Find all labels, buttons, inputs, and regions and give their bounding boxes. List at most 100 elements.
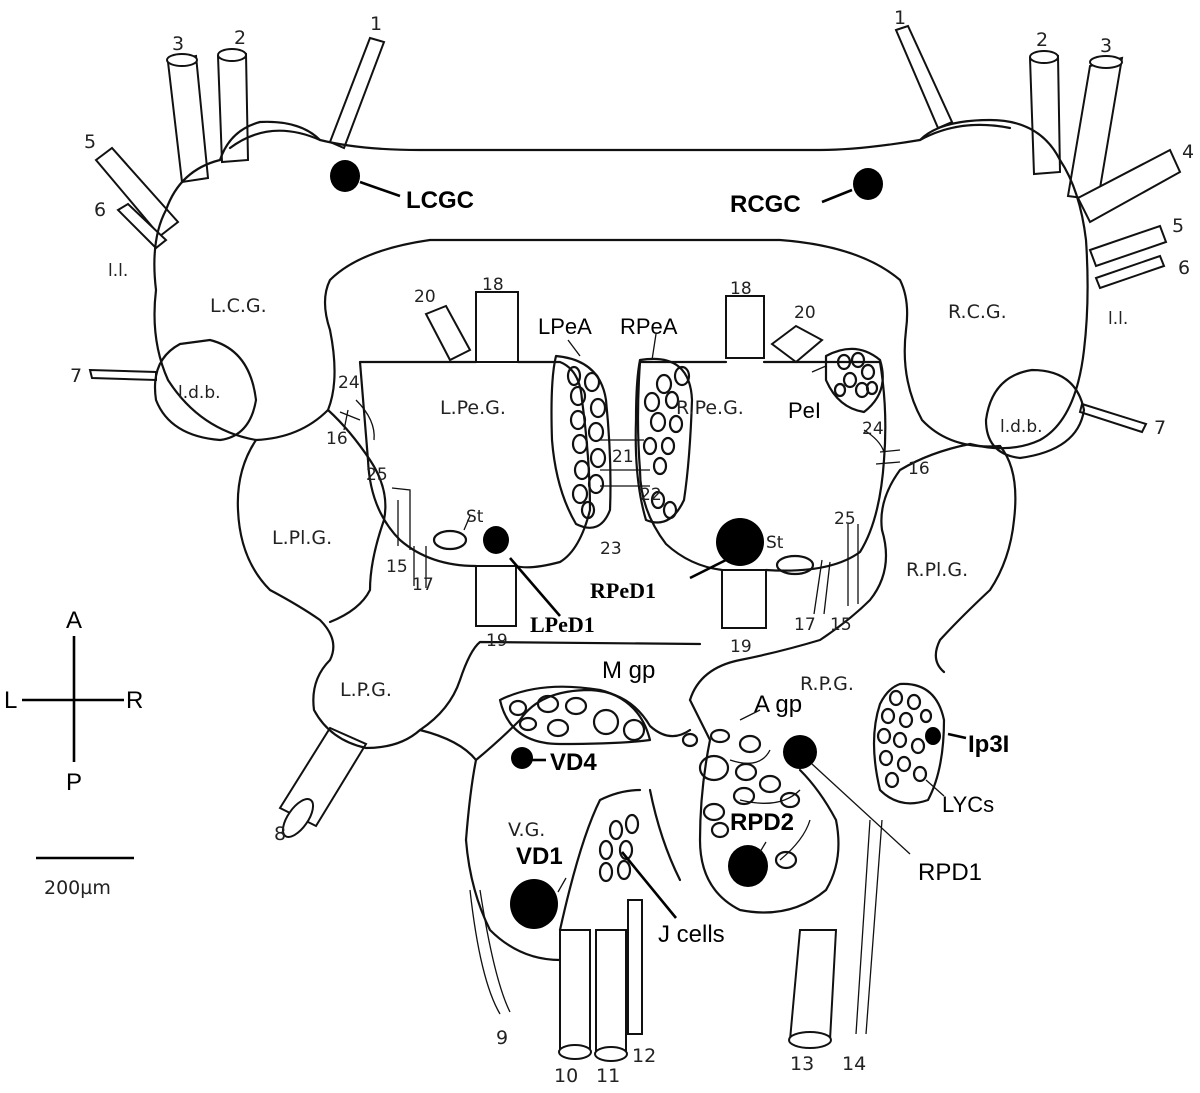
nerve-17-right-label: 17 (794, 615, 816, 635)
nerve-trunks (88, 24, 1182, 1062)
nerve-1-left-label: 1 (370, 13, 382, 35)
st-left-label: St (466, 507, 484, 527)
nerve-2-right-label: 2 (1036, 29, 1048, 51)
lplg-label: L.Pl.G. (272, 527, 332, 549)
lcgc-neuron (330, 160, 360, 192)
nerve-labels: 1 2 3 5 6 l.l. 7 1 2 3 4 5 6 l.l. 7 8 9 … (70, 7, 1194, 1087)
nerve-25-right-label: 25 (834, 509, 856, 529)
orientation-compass: A P L R (4, 607, 143, 796)
nerve-21-label: 21 (612, 447, 634, 467)
rpeg-label: R.Pe.G. (676, 397, 744, 419)
ganglion-labels: L.C.G. R.C.G. l.d.b. l.d.b. L.Pe.G. R.Pe… (178, 295, 1043, 841)
lcg-label: L.C.G. (210, 295, 267, 317)
vd1-label: VD1 (516, 843, 563, 870)
nerve-16-right-label: 16 (908, 459, 930, 479)
nerve-6-left-label: 6 (94, 199, 106, 221)
a-gp-label: A gp (754, 691, 802, 718)
rpd2-label: RPD2 (730, 809, 794, 836)
nerve-19-right-label: 19 (730, 637, 752, 657)
nerve-1-right-label: 1 (894, 7, 906, 29)
lped1-label: LPeD1 (530, 612, 595, 637)
nerve-8-label: 8 (274, 823, 286, 845)
nerve-6-right-label: 6 (1178, 257, 1190, 279)
vd4-label: VD4 (550, 749, 597, 776)
nerve-2-left-label: 2 (234, 27, 246, 49)
ll-right-label: l.l. (1108, 309, 1128, 329)
nerve-5-left-label: 5 (84, 131, 96, 153)
nerve-12-label: 12 (632, 1045, 656, 1067)
nerve-20-right-label: 20 (794, 303, 816, 323)
lycs-cell-cluster (876, 689, 933, 789)
cell-labels: LCGC RCGC LPeA RPeA PeI LPeD1 RPeD1 M gp… (406, 187, 1009, 948)
j-cells-label: J cells (658, 921, 725, 948)
scale-bar: 200µm (36, 856, 134, 899)
lycs-label: LYCs (942, 792, 994, 817)
nerve-16-left-label: 16 (326, 429, 348, 449)
lpea-cell-cluster (566, 365, 607, 520)
nerve-5-right-label: 5 (1172, 215, 1184, 237)
scale-bar-label: 200µm (44, 877, 111, 899)
nerve-19-left-label: 19 (486, 631, 508, 651)
nerve-23-label: 23 (600, 539, 622, 559)
nerve-24-left-label: 24 (338, 373, 360, 393)
nerve-22-label: 22 (640, 485, 662, 505)
nerve-11-label: 11 (596, 1065, 620, 1087)
nerve-9-label: 9 (496, 1027, 508, 1049)
nerve-3-left-label: 3 (172, 33, 184, 55)
rcgc-label: RCGC (730, 191, 801, 218)
orientation-a-label: A (66, 607, 82, 634)
ll-left-label: l.l. (108, 261, 128, 281)
nerve-15-right-label: 15 (830, 615, 852, 635)
nerve-24-right-label: 24 (862, 419, 884, 439)
nerve-4-right-label: 4 (1182, 141, 1194, 163)
ganglion-outline (153, 118, 1089, 962)
ip3i-neuron (925, 727, 941, 745)
nerve-18-right-label: 18 (730, 279, 752, 299)
nerve-17-left-label: 17 (412, 575, 434, 595)
lcgc-label: LCGC (406, 187, 474, 214)
pei-label: PeI (788, 398, 821, 423)
lpeg-label: L.Pe.G. (440, 397, 506, 419)
lpea-label: LPeA (538, 314, 592, 339)
nerve-15-left-label: 15 (386, 557, 408, 577)
st-right-label: St (766, 533, 784, 553)
orientation-p-label: P (66, 769, 82, 796)
nerve-14-label: 14 (842, 1053, 866, 1075)
nerve-13-label: 13 (790, 1053, 814, 1075)
lpg-label: L.P.G. (340, 679, 392, 701)
leader-lines (359, 180, 967, 919)
nerve-25-left-label: 25 (366, 465, 388, 485)
rpea-label: RPeA (620, 314, 678, 339)
rpd2-neuron (728, 845, 768, 887)
vg-label: V.G. (508, 819, 545, 841)
rpea-cell-cluster (642, 365, 691, 520)
ip3i-label: Ip3I (968, 731, 1009, 758)
rpd1-neuron (783, 735, 817, 769)
rcgc-neuron (853, 168, 883, 200)
rped1-label: RPeD1 (590, 578, 656, 603)
rplg-label: R.Pl.G. (906, 559, 968, 581)
lped1-neuron (483, 526, 509, 554)
ldb-right-label: l.d.b. (1000, 417, 1043, 437)
m-gp-cell-cluster (508, 694, 699, 748)
m-gp-label: M gp (602, 657, 655, 684)
ldb-left-label: l.d.b. (178, 383, 221, 403)
rpg-label: R.P.G. (800, 673, 854, 695)
nerve-7-right-label: 7 (1154, 417, 1166, 439)
nerve-7-left-label: 7 (70, 365, 82, 387)
nerve-18-left-label: 18 (482, 275, 504, 295)
rped1-neuron (716, 518, 764, 566)
vd4-neuron (511, 747, 533, 769)
rcg-label: R.C.G. (948, 301, 1007, 323)
a-gp-cell-cluster (698, 728, 801, 870)
j-cell-cluster (598, 813, 640, 883)
nerve-10-label: 10 (554, 1065, 578, 1087)
orientation-r-label: R (126, 687, 143, 714)
orientation-l-label: L (4, 687, 17, 714)
rpd1-label: RPD1 (918, 859, 982, 886)
nerve-20-left-label: 20 (414, 287, 436, 307)
nerve-3-right-label: 3 (1100, 35, 1112, 57)
vd1-neuron (510, 879, 558, 929)
